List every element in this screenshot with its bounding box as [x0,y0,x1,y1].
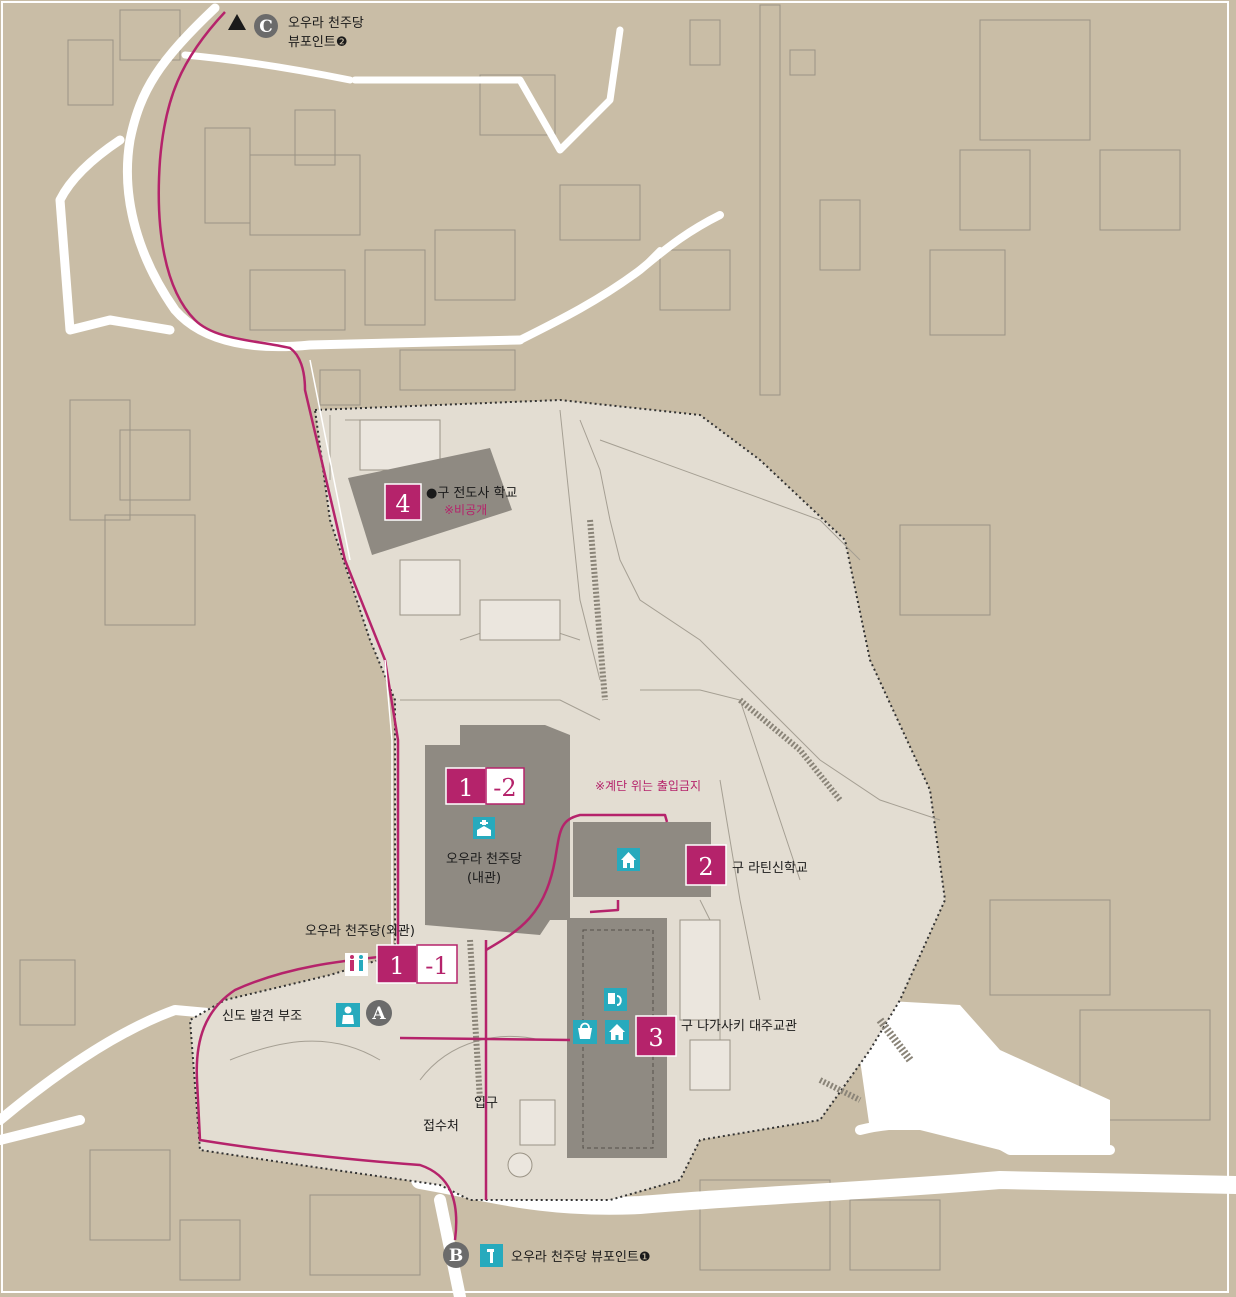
spot-3-number: 3 [648,1024,663,1052]
spot-3-badge [635,1015,677,1057]
spot-1-2-suffix: -2 [493,774,516,802]
relief-a-letter: A [371,1004,386,1024]
spot-3[interactable]: 3 구 나가사키 대주교관 [635,1015,797,1057]
entrance-label: 입구 [474,1096,498,1111]
reception-label: 접수처 [423,1119,459,1134]
spot-1-1-badge-suffix [416,944,458,984]
viewpoint-c-label-line1: 오우라 천주당 [288,16,364,31]
spot-1-2-badge-suffix [485,767,525,805]
statue-icon [336,1003,360,1027]
relief-a[interactable]: 신도 발견 부조 A [222,1000,392,1027]
restroom-icon [345,953,368,976]
relief-a-label: 신도 발견 부조 [222,1009,302,1024]
spot-4-badge [384,483,422,521]
spot-2-badge [685,844,727,886]
spot-1-1-badge-number [376,944,418,984]
spot-2-number: 2 [698,853,713,881]
spot-1-2[interactable]: 1 -2 [445,767,525,805]
viewpoint-b-marker[interactable]: B 오우라 천주당 뷰포인트❶ [443,1242,651,1268]
building-oura-church [425,725,570,935]
surrounding-buildings [19,4,1211,1281]
site-structures [359,419,731,1178]
spot-2[interactable]: 2 구 라틴신학교 [685,844,808,886]
spot-4-note: ※비공개 [444,503,487,517]
spot-1-2-number: 1 [458,774,473,802]
spot-4-number: 4 [395,490,410,518]
church-exterior-label: 오우라 천주당(외관) [305,924,415,939]
church-interior-label-line2: (내관) [467,871,501,886]
shop-icon [573,1020,597,1044]
viewpoint-b-letter: B [449,1246,463,1266]
stairs-no-entry-note: ※계단 위는 출입금지 [595,779,701,793]
route-inner-edge [309,359,393,960]
viewpoint-c-letter: C [259,17,273,37]
spot-4[interactable]: 4 ●구 전도사 학교 ※비공개 [384,483,517,521]
triangle-marker-icon [228,14,246,30]
spot-2-label: 구 라틴신학교 [732,861,808,876]
stairs [467,519,914,1103]
house-icon [617,848,640,871]
viewpoint-c-label-line2: 뷰포인트❷ [288,35,348,50]
marker-circle [366,1000,392,1026]
spot-1-1-suffix: -1 [425,952,448,980]
road-area-east [860,1000,1110,1155]
viewpoint-icon [480,1244,503,1267]
church-icon [473,817,495,839]
viewpoint-b-label: 오우라 천주당 뷰포인트❶ [511,1250,651,1265]
spot-1-1[interactable]: 1 -1 [376,944,458,984]
marker-circle [443,1242,469,1268]
marker-circle [254,14,278,38]
spot-3-label: 구 나가사키 대주교관 [681,1019,797,1034]
house-icon [605,1020,629,1044]
spot-4-label: ●구 전도사 학교 [426,486,517,501]
viewpoint-c-marker[interactable]: C 오우라 천주당 뷰포인트❷ [228,14,364,50]
audio-guide-icon [604,988,627,1011]
spot-1-1-number: 1 [389,952,404,980]
church-interior-label-line1: 오우라 천주당 [446,852,522,867]
building-former-catechist-school [348,448,512,555]
